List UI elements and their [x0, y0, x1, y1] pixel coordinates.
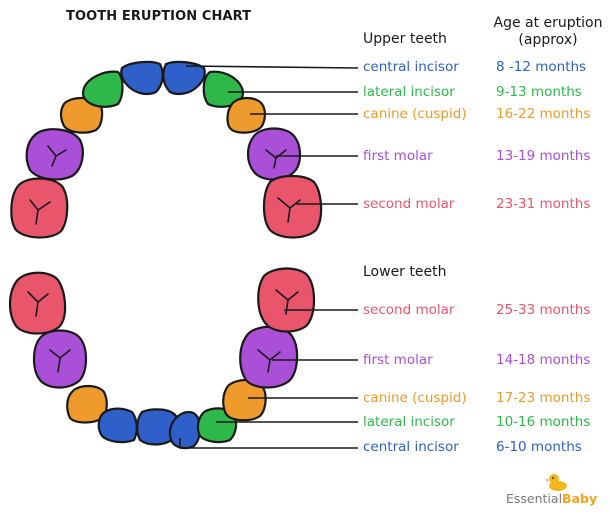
upper-right-first-molar	[248, 129, 300, 180]
upper-row-age: 23-31 months	[496, 196, 590, 212]
upper-row-name: second molar	[363, 196, 454, 212]
logo-text-part2: Baby	[562, 491, 597, 506]
age-header-line2: (approx)	[493, 32, 603, 49]
logo-text-part1: Essential	[506, 491, 562, 506]
logo-text: EssentialBaby	[506, 491, 597, 506]
upper-row-age: 8 -12 months	[496, 59, 586, 75]
upper-right-canine	[228, 98, 266, 133]
upper-row-age: 13-19 months	[496, 148, 590, 164]
essential-baby-logo: EssentialBaby	[506, 472, 602, 506]
upper-row-name: central incisor	[363, 59, 459, 75]
upper-left-second-molar	[11, 179, 67, 238]
lower-row-name: first molar	[363, 352, 433, 368]
lower-row-age: 10-16 months	[496, 414, 590, 430]
lower-right-first-molar	[240, 327, 297, 388]
upper-left-lateral-incisor	[83, 72, 122, 107]
lower-row-name: lateral incisor	[363, 414, 455, 430]
lower-teeth-heading: Lower teeth	[363, 264, 446, 280]
lower-right-second-molar	[258, 269, 314, 332]
upper-left-central-incisor	[121, 62, 162, 94]
upper-teeth-heading: Upper teeth	[363, 31, 447, 47]
age-header: Age at eruption (approx)	[493, 15, 603, 49]
age-header-line1: Age at eruption	[493, 15, 603, 32]
lower-row-age: 6-10 months	[496, 439, 582, 455]
upper-row-name: first molar	[363, 148, 433, 164]
lower-row-age: 14-18 months	[496, 352, 590, 368]
upper-row-age: 16-22 months	[496, 106, 590, 122]
upper-row-age: 9-13 months	[496, 84, 582, 100]
upper-row-name: lateral incisor	[363, 84, 455, 100]
lower-row-name: canine (cuspid)	[363, 390, 467, 406]
duck-icon	[546, 472, 570, 492]
lower-row-age: 17-23 months	[496, 390, 590, 406]
chart-title: TOOTH ERUPTION CHART	[66, 9, 251, 25]
lower-left-lateral-incisor	[99, 409, 137, 442]
upper-row-name: canine (cuspid)	[363, 106, 467, 122]
lower-row-age: 25-33 months	[496, 302, 590, 318]
lower-row-name: second molar	[363, 302, 454, 318]
lower-row-name: central incisor	[363, 439, 459, 455]
